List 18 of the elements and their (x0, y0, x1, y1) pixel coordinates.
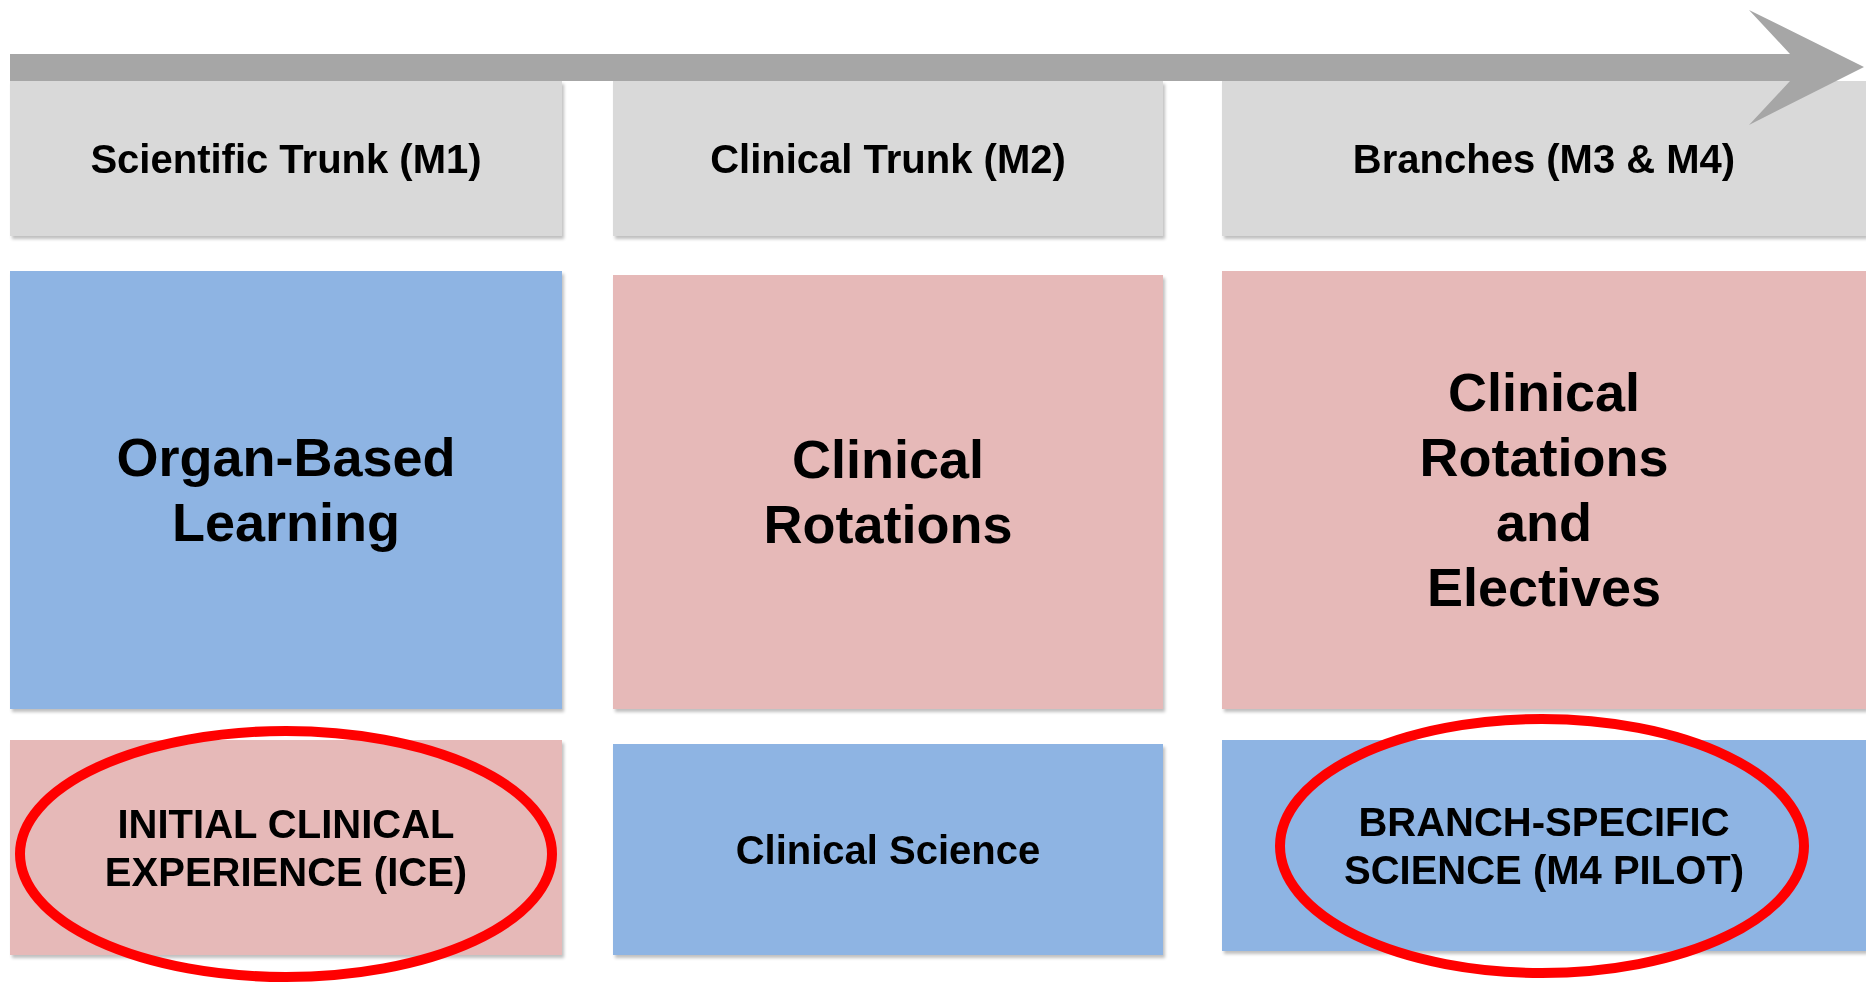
topic-text: Clinical Rotations and Electives (1418, 361, 1670, 619)
topic-box (10, 271, 562, 709)
topic-text: INITIAL CLINICAL EXPERIENCE (ICE) (103, 800, 469, 896)
topic-text: Clinical Rotations (762, 428, 1014, 556)
column-header (1222, 81, 1866, 236)
topic-box (613, 275, 1163, 709)
header-text: Branches (M3 & M4) (1352, 135, 1736, 183)
topic-box (1222, 740, 1866, 951)
header-text: Clinical Trunk (M2) (710, 135, 1066, 183)
column-header (10, 81, 562, 236)
header-text: Scientific Trunk (M1) (90, 135, 482, 183)
topic-box (613, 744, 1163, 955)
topic-text: Organ-Based Learning (115, 426, 457, 554)
topic-text: Clinical Science (735, 826, 1041, 874)
topic-box (1222, 271, 1866, 709)
topic-box (10, 740, 562, 955)
topic-text: BRANCH-SPECIFIC SCIENCE (M4 PILOT) (1343, 798, 1745, 894)
column-header (613, 81, 1163, 236)
